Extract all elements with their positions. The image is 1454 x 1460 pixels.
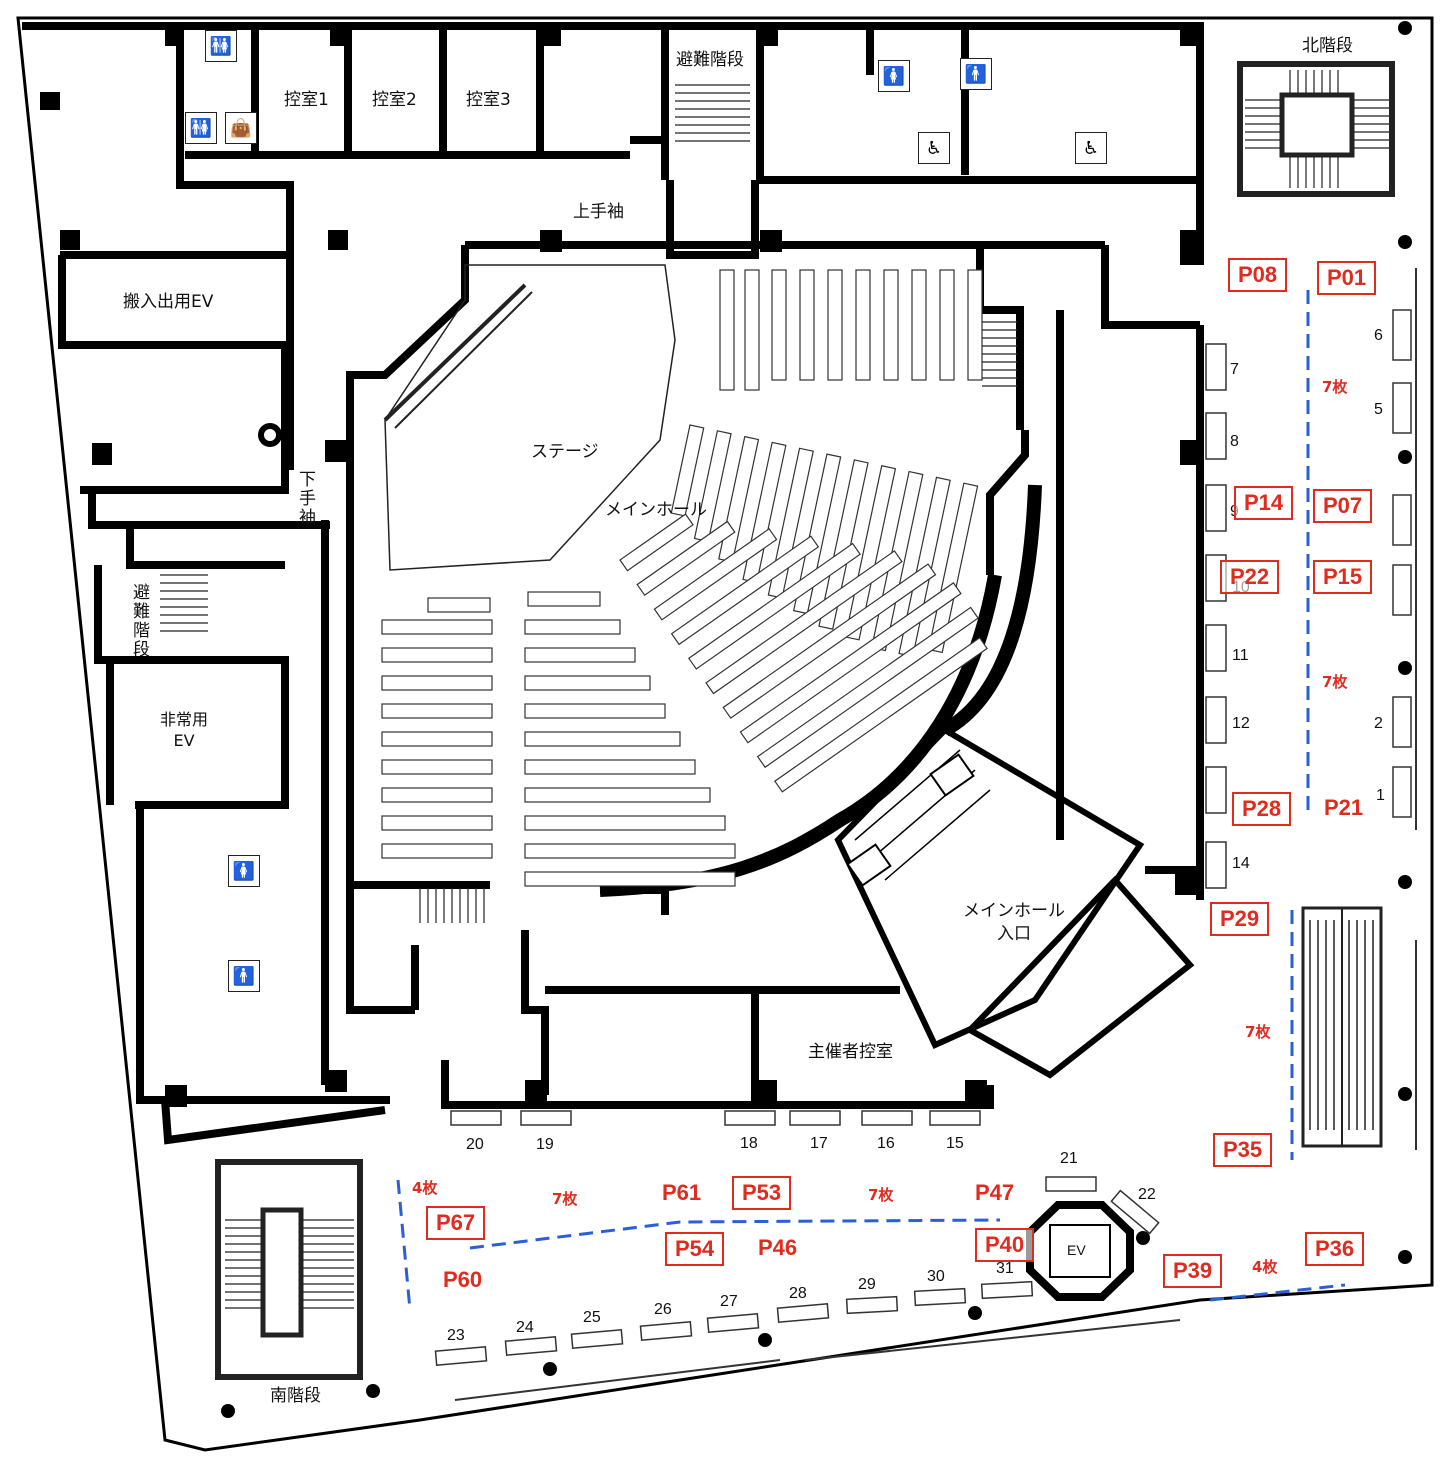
panel-number: 29 — [858, 1276, 876, 1293]
panel-number: 30 — [927, 1268, 945, 1285]
position-label: P01 — [1317, 261, 1377, 295]
position-label: P15 — [1313, 560, 1373, 594]
room-label-freight-elevator: 搬入出用EV — [123, 292, 214, 312]
panel-number: 16 — [877, 1135, 895, 1152]
panel-number: 20 — [466, 1136, 484, 1153]
room-label-hikae1: 控室1 — [284, 90, 329, 110]
room-label-kamite: 上手袖 — [573, 202, 624, 222]
position-label: P60 — [443, 1267, 483, 1292]
panel-number: 14 — [1232, 855, 1250, 872]
panel-number: 31 — [996, 1260, 1014, 1277]
position-label: P40 — [975, 1228, 1035, 1262]
baby-care-icon: 👜 — [225, 112, 257, 144]
position-label: P22 — [1220, 560, 1280, 594]
panel-number: 21 — [1060, 1150, 1078, 1167]
panel-number: 7 — [1230, 361, 1239, 378]
panel-number: 5 — [1374, 401, 1383, 418]
route-lines — [396, 290, 1346, 1311]
elevator-label: EV — [1067, 1242, 1086, 1258]
male-restroom-icon: 🚹 — [228, 960, 260, 992]
position-label: P67 — [426, 1206, 486, 1240]
room-label-stage: ステージ — [531, 442, 599, 462]
panel-number: 17 — [810, 1135, 828, 1152]
room-label-evacuation-stairs-left: 避難階段 — [129, 583, 149, 659]
panel-number: 6 — [1374, 327, 1383, 344]
position-label: P46 — [758, 1235, 798, 1260]
columns — [40, 28, 1202, 1107]
room-label-main-hall-entrance: メインホール入口 — [963, 901, 1065, 944]
room-label-hikae2: 控室2 — [372, 90, 417, 110]
count-label: 7枚 — [868, 1186, 894, 1204]
panel-number: 11 — [1232, 647, 1249, 664]
room-label-shimote: 下手袖 — [295, 470, 315, 527]
panel-number: 22 — [1138, 1186, 1156, 1203]
panel-number: 2 — [1374, 715, 1383, 732]
restroom-icon: 🚻 — [205, 30, 237, 62]
seating-fan — [619, 269, 988, 793]
position-label: P28 — [1232, 792, 1292, 826]
room-label-hikae3: 控室3 — [466, 90, 511, 110]
stage-area — [383, 264, 676, 571]
seating-rows — [381, 591, 736, 887]
south-stairs — [215, 1159, 363, 1380]
position-label: P07 — [1313, 489, 1373, 523]
position-label: P54 — [665, 1232, 725, 1266]
count-label: 7枚 — [552, 1190, 578, 1208]
elevator-octagon — [1026, 1201, 1134, 1301]
room-label-evacuation-stairs-top: 避難階段 — [676, 50, 744, 70]
count-label: 7枚 — [1322, 378, 1348, 396]
count-label: 7枚 — [1245, 1023, 1271, 1041]
male-restroom-icon: 🚹 — [960, 58, 992, 90]
top-evac-stairs — [675, 84, 750, 142]
count-label: 4枚 — [1252, 1258, 1278, 1276]
position-label: P47 — [975, 1180, 1015, 1205]
panel-number: 18 — [740, 1135, 758, 1152]
female-restroom-icon: 🚺 — [228, 855, 260, 887]
position-label: P14 — [1234, 486, 1294, 520]
room-label-main-hall: メインホール — [605, 500, 707, 520]
panel-number: 26 — [654, 1301, 672, 1318]
room-label-emergency-elevator: 非常用EV — [159, 710, 208, 750]
room-label-organizer-room: 主催者控室 — [808, 1042, 893, 1062]
position-label: P35 — [1213, 1133, 1273, 1167]
wheelchair-icon: ♿ — [1075, 132, 1107, 164]
room-label-south-stairs: 南階段 — [270, 1386, 321, 1406]
restroom-icon: 🚻 — [185, 112, 217, 144]
position-label: P39 — [1163, 1254, 1223, 1288]
round-columns — [221, 21, 1412, 1418]
position-label: P61 — [662, 1180, 702, 1205]
window-rails — [454, 268, 1417, 1401]
panel-number: 8 — [1230, 433, 1239, 450]
panel-number: 24 — [516, 1319, 534, 1336]
position-label: P08 — [1228, 258, 1288, 292]
panel-number: 15 — [946, 1135, 964, 1152]
count-label: 7枚 — [1322, 673, 1348, 691]
panel-number: 23 — [447, 1327, 465, 1344]
position-label: P21 — [1324, 795, 1364, 820]
room-label-north-stairs: 北階段 — [1302, 36, 1353, 56]
escalators — [1301, 906, 1383, 1148]
panel-number: 12 — [1232, 715, 1250, 732]
side-stairs — [419, 321, 1018, 923]
position-label: P29 — [1210, 902, 1270, 936]
top-rooms-walls — [180, 22, 1204, 265]
panel-number: 27 — [720, 1293, 738, 1310]
poster-panels — [434, 309, 1412, 1366]
position-label: P53 — [732, 1176, 792, 1210]
panel-number: 28 — [789, 1285, 807, 1302]
panel-number: 1 — [1376, 787, 1385, 804]
left-wing-walls — [22, 22, 390, 1145]
main-entrance-block — [834, 726, 1195, 1079]
position-label: P36 — [1305, 1232, 1365, 1266]
stairs — [160, 61, 1395, 1380]
panel-number: 19 — [536, 1136, 554, 1153]
north-stairs — [1237, 61, 1395, 197]
count-label: 4枚 — [412, 1179, 438, 1197]
wheelchair-icon: ♿ — [918, 132, 950, 164]
female-restroom-icon: 🚺 — [878, 60, 910, 92]
left-evac-stairs — [160, 574, 208, 632]
panel-number: 25 — [583, 1309, 601, 1326]
